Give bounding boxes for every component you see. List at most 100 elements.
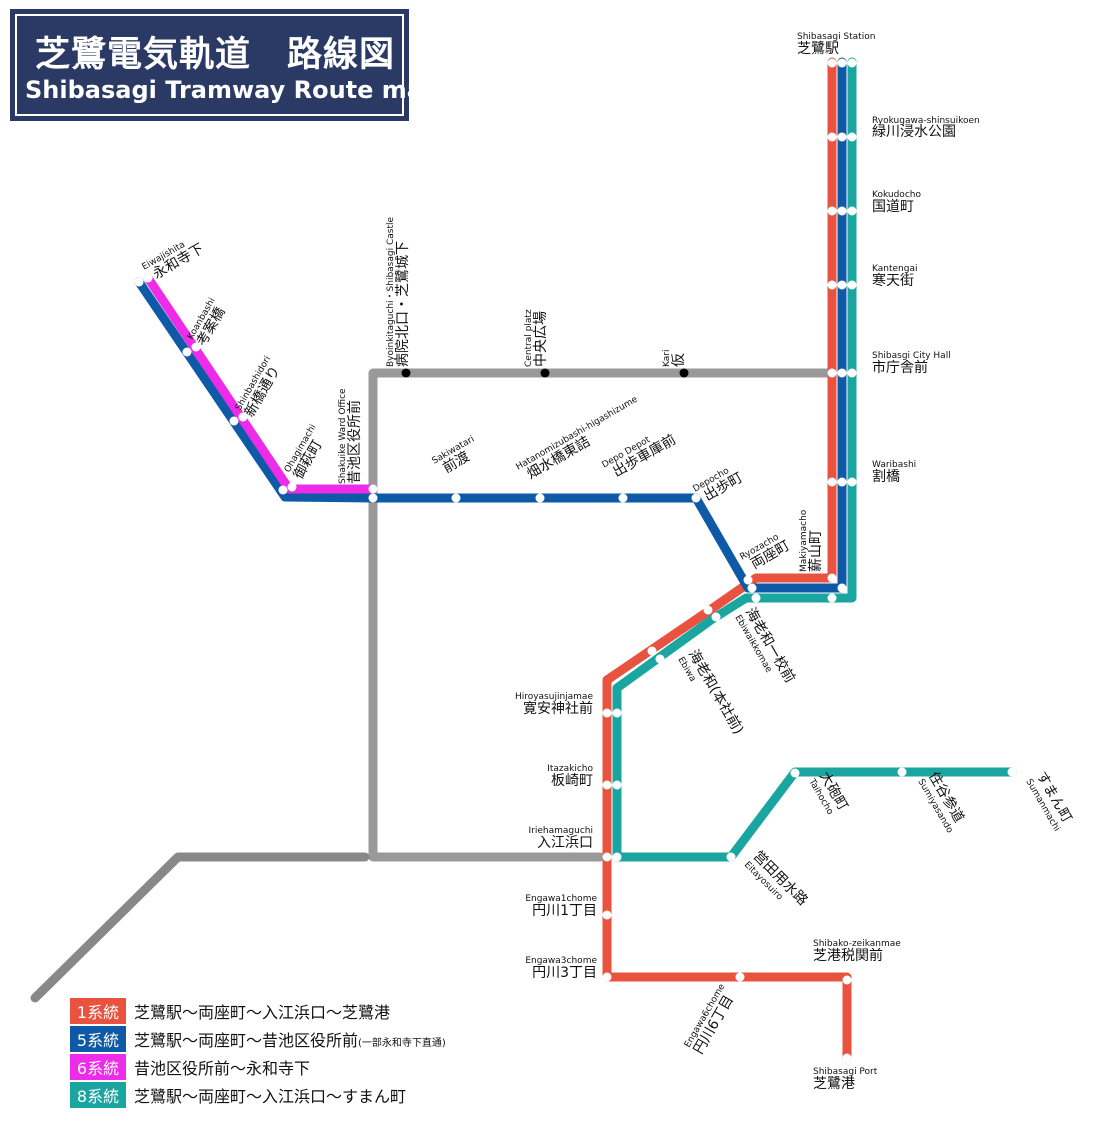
label-itazakicho: Itazakicho 板崎町 bbox=[547, 764, 593, 789]
label-kantengai: Kantengai 寒天街 bbox=[872, 264, 917, 289]
station-dot-hiroyasu bbox=[602, 708, 622, 718]
legend-row-route-5: 5系統 芝鷺駅～両座町～昔池区役所前(一部永和寺下直通) bbox=[70, 1026, 446, 1052]
legend-badge-route-6: 6系統 bbox=[70, 1054, 126, 1080]
legend-row-route-1: 1系統 芝鷺駅～両座町～入江浜口～芝鷺港 bbox=[70, 998, 446, 1024]
label-sumiyasando: Sumiyasando 住谷参道 bbox=[915, 769, 967, 836]
station-dot-engawa3 bbox=[602, 972, 612, 982]
station-dot-ryokugawa bbox=[827, 132, 857, 142]
station-dot-ryozacho bbox=[743, 575, 761, 603]
grey-track-southwest bbox=[30, 852, 370, 1003]
label-shibako: Shibako-zeikanmae 芝港税関前 bbox=[813, 939, 901, 964]
grey-tracks bbox=[30, 368, 835, 1003]
legend-badge-route-1: 1系統 bbox=[70, 998, 126, 1024]
station-dot-ohagimachi bbox=[278, 482, 297, 495]
station-dot-cityhall bbox=[827, 368, 857, 378]
station-dot-shinbashidori bbox=[229, 412, 248, 426]
label-ohagimachi: Ohagimachi 御萩町 bbox=[283, 423, 326, 482]
label-cityhall: Shibasgi City Hall 市庁舎前 bbox=[872, 351, 951, 376]
station-dot-eiwajishita bbox=[134, 273, 153, 287]
label-byoinkita: Byoinkitaguchi・Shibasagi Castle 病院北口・芝鷺城… bbox=[386, 217, 411, 367]
station-dot-makiyamacho bbox=[827, 573, 847, 603]
label-ebiwaikkomae: Ebiwaikkomae 海老和一校前 bbox=[732, 605, 798, 686]
legend-badge-route-8: 8系統 bbox=[70, 1082, 126, 1108]
label-iriehamaguchi: Iriehamaguchi 入江浜口 bbox=[529, 826, 593, 851]
svg-text:Shibasgi City Hall: Shibasgi City Hall bbox=[872, 351, 951, 361]
station-dot-taihocho bbox=[790, 768, 800, 778]
label-koanbashi: Koanbashi 考案橋 bbox=[186, 296, 229, 349]
station-dot-central bbox=[540, 368, 550, 378]
svg-text:入江浜口: 入江浜口 bbox=[537, 835, 593, 851]
label-makiyamacho: Makiyamacho 薪山町 bbox=[799, 509, 824, 572]
legend-row-route-6: 6系統 昔池区役所前～永和寺下 bbox=[70, 1054, 446, 1080]
svg-text:円川1丁目: 円川1丁目 bbox=[532, 903, 597, 919]
station-dot-shakuike bbox=[368, 484, 378, 503]
label-sakiwatari: Sakiwatari 前渡 bbox=[431, 434, 477, 476]
map-title-box: 芝鷺電気軌道 路線図 Shibasagi Tramway Route map bbox=[10, 9, 440, 121]
label-ryozacho: Ryozacho 両座町 bbox=[739, 532, 793, 572]
label-ryokugawa: Ryokugawa-shinsuikoen 緑川浸水公園 bbox=[872, 116, 980, 140]
svg-text:Kantengai: Kantengai bbox=[872, 264, 917, 274]
svg-text:Makiyamacho: Makiyamacho bbox=[799, 509, 809, 572]
station-dot-hatanomi bbox=[535, 493, 545, 503]
svg-text:昔池区役所前: 昔池区役所前 bbox=[346, 400, 363, 484]
svg-text:Hiroyasujinjamae: Hiroyasujinjamae bbox=[515, 692, 594, 702]
svg-text:国道町: 国道町 bbox=[872, 199, 914, 215]
svg-text:寒天街: 寒天街 bbox=[872, 272, 914, 289]
station-dot-kokudocho bbox=[827, 206, 857, 216]
svg-text:Kari: Kari bbox=[662, 350, 672, 367]
svg-text:病院北口・芝鷺城下: 病院北口・芝鷺城下 bbox=[395, 241, 411, 367]
svg-text:市庁舎前: 市庁舎前 bbox=[872, 359, 928, 376]
label-engawa3: Engawa3chome 円川3丁目 bbox=[525, 956, 597, 981]
station-dot-ebiwa bbox=[647, 646, 665, 664]
svg-text:Ryokugawa-shinsuikoen: Ryokugawa-shinsuikoen bbox=[872, 116, 980, 126]
svg-text:Byoinkitaguchi・Shibasagi Castl: Byoinkitaguchi・Shibasagi Castle bbox=[386, 217, 396, 367]
svg-text:中央広場: 中央広場 bbox=[533, 311, 549, 367]
label-kari: Kari 仮 bbox=[662, 350, 687, 367]
label-waribashi: Waribashi 割橋 bbox=[872, 460, 916, 485]
svg-text:Shibasagi Station: Shibasagi Station bbox=[797, 32, 875, 42]
svg-text:海老和(本社前): 海老和(本社前) bbox=[685, 647, 747, 738]
route-5-line bbox=[134, 57, 847, 593]
legend-desc-route-5: 芝鷺駅～両座町～昔池区役所前(一部永和寺下直通) bbox=[134, 1027, 446, 1051]
route-8-line bbox=[612, 57, 1017, 862]
legend-row-route-8: 8系統 芝鷺駅～両座町～入江浜口～すまん町 bbox=[70, 1082, 446, 1108]
station-dot-depodepot bbox=[618, 493, 628, 503]
station-dot-shibasagi bbox=[827, 58, 857, 68]
label-kokudocho: Kokudocho 国道町 bbox=[872, 190, 921, 215]
svg-text:芝鷺港: 芝鷺港 bbox=[813, 1076, 855, 1092]
station-dot-engawa6 bbox=[735, 972, 745, 982]
station-dot-waribashi bbox=[827, 477, 857, 487]
station-dot-ebiwaikkomae bbox=[703, 605, 721, 622]
station-dot-sumanmachi bbox=[1007, 767, 1017, 777]
svg-text:Engawa1chome: Engawa1chome bbox=[525, 894, 597, 904]
station-dot-kantengai bbox=[827, 280, 857, 290]
station-dots-grey bbox=[401, 368, 689, 378]
svg-text:仮: 仮 bbox=[671, 353, 687, 367]
label-engawa6: Engawa6chome 円川6丁目 bbox=[683, 982, 737, 1057]
legend-desc-route-8: 芝鷺駅～両座町～入江浜口～すまん町 bbox=[134, 1087, 407, 1106]
route-legend: 1系統 芝鷺駅～両座町～入江浜口～芝鷺港 5系統 芝鷺駅～両座町～昔池区役所前(… bbox=[70, 998, 446, 1110]
route-1-line bbox=[602, 57, 852, 1063]
svg-text:芝港税関前: 芝港税関前 bbox=[813, 947, 883, 964]
station-dot-koanbashi bbox=[182, 342, 201, 357]
svg-text:割橋: 割橋 bbox=[872, 468, 900, 485]
station-dot-engawa1 bbox=[602, 910, 612, 920]
svg-text:Itazakicho: Itazakicho bbox=[547, 764, 593, 774]
label-engawa1: Engawa1chome 円川1丁目 bbox=[525, 894, 597, 919]
svg-text:Iriehamaguchi: Iriehamaguchi bbox=[529, 826, 593, 836]
svg-text:Waribashi: Waribashi bbox=[872, 460, 916, 470]
map-title-english: Shibasagi Tramway Route map bbox=[25, 76, 441, 104]
station-dot-shibako bbox=[842, 975, 852, 985]
svg-text:Engawa3chome: Engawa3chome bbox=[525, 956, 597, 966]
station-dot-byoinkita bbox=[401, 368, 411, 378]
station-dot-eitayosuiro bbox=[726, 852, 736, 862]
legend-desc-route-5-main: 芝鷺駅～両座町～昔池区役所前 bbox=[134, 1031, 359, 1050]
grey-track-loop bbox=[368, 368, 835, 862]
legend-desc-route-1: 芝鷺駅～両座町～入江浜口～芝鷺港 bbox=[134, 1003, 391, 1022]
label-shibasagi: Shibasagi Station 芝鷺駅 bbox=[797, 32, 875, 57]
station-dot-iriehamaguchi bbox=[602, 852, 622, 862]
legend-note-route-5: (一部永和寺下直通) bbox=[358, 1038, 446, 1049]
svg-text:薪山町: 薪山町 bbox=[808, 530, 824, 572]
svg-text:円川3丁目: 円川3丁目 bbox=[532, 965, 597, 981]
